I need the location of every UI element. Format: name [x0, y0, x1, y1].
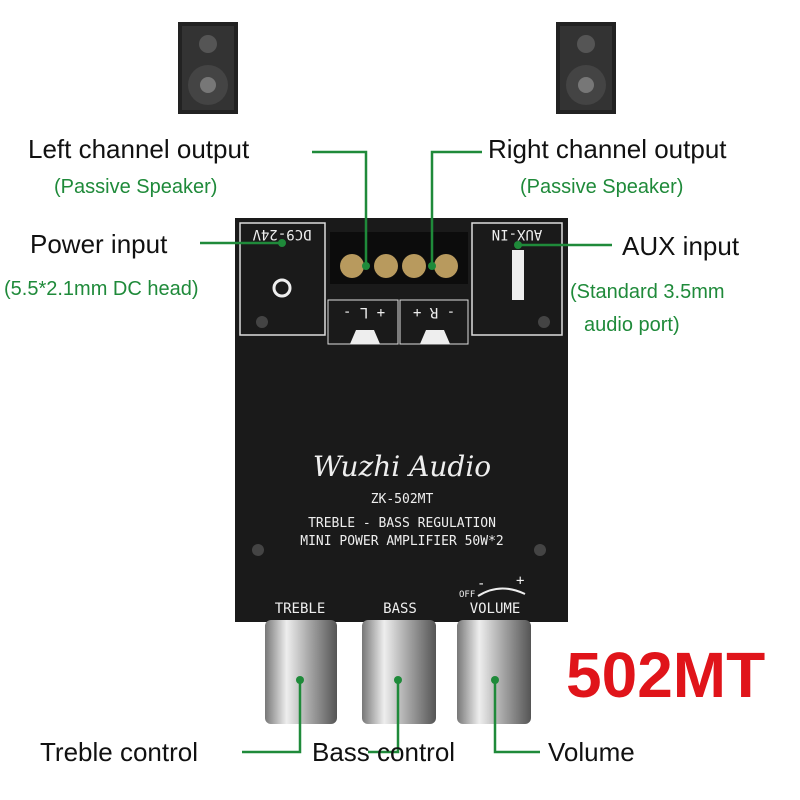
- minus-label: -: [477, 576, 485, 592]
- volume-callout: Volume: [548, 737, 635, 767]
- bass-board-label: BASS: [383, 601, 417, 617]
- treble-board-label: TREBLE: [275, 601, 326, 617]
- dc-label: DC9-24V: [252, 226, 312, 242]
- left-terminal-label: + L -: [343, 304, 385, 320]
- model-label: ZK-502MT: [371, 492, 434, 507]
- right-channel-title: Right channel output: [488, 134, 727, 164]
- power-sub: (5.5*2.1mm DC head): [4, 278, 199, 300]
- volume-board-label: VOLUME: [470, 601, 521, 617]
- bass-callout: Bass control: [312, 737, 456, 767]
- speaker-icon-left: [178, 22, 238, 114]
- right-channel-sub: (Passive Speaker): [520, 176, 684, 198]
- aux-sub1: (Standard 3.5mm: [570, 281, 725, 303]
- off-label: OFF: [459, 590, 475, 600]
- knobs: [265, 620, 531, 724]
- left-channel-sub: (Passive Speaker): [54, 176, 218, 198]
- treble-knob: [265, 620, 337, 724]
- aux-title: AUX input: [622, 231, 740, 261]
- left-channel-title: Left channel output: [28, 134, 250, 164]
- board-line1: TREBLE - BASS REGULATION: [308, 516, 496, 531]
- volume-knob: [457, 620, 531, 724]
- plus-label: +: [516, 573, 524, 589]
- treble-callout: Treble control: [40, 737, 198, 767]
- speaker-icon-right: [556, 22, 616, 114]
- callout-lines: [200, 150, 612, 754]
- brand-logo: Wuzhi Audio: [313, 450, 491, 483]
- aux-sub2: audio port): [584, 314, 680, 336]
- board-line2: MINI POWER AMPLIFIER 50W*2: [300, 534, 504, 549]
- right-terminal-label: - R +: [413, 304, 455, 320]
- bass-knob: [362, 620, 436, 724]
- amplifier-board: + L - - R + DC9-24V AUX-IN Wuzhi Audio Z…: [235, 218, 568, 622]
- aux-label: AUX-IN: [492, 226, 543, 242]
- product-code: 502MT: [566, 639, 766, 711]
- power-title: Power input: [30, 229, 168, 259]
